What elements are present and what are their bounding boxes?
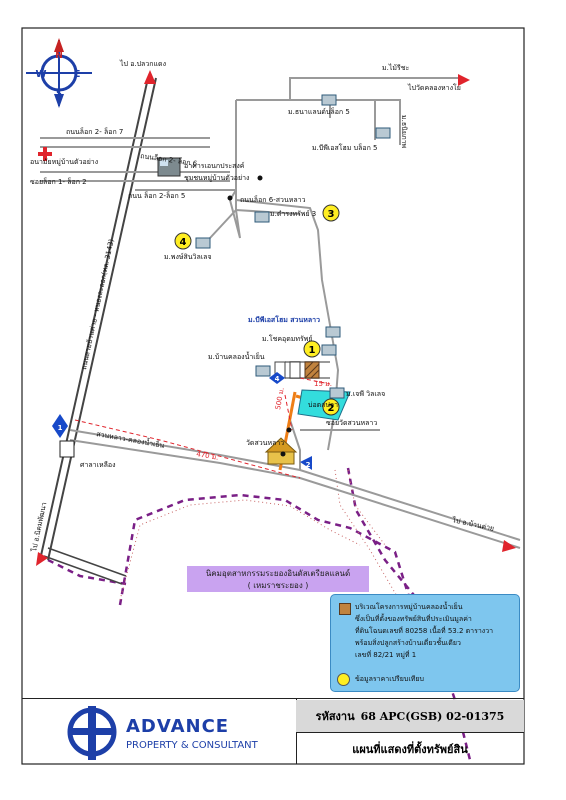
label-to-nikhom: ไป อ.นิคมพัฒนา [29, 501, 48, 553]
label-highway: ถนนสายบ้านค่าย - หนองละลอก(ทล. 3143) [80, 238, 116, 370]
label-village3: ม.ดำรงทรัพย์ 3 [270, 210, 316, 218]
route-marker-1: 1 [58, 424, 63, 432]
temple-icon [264, 437, 298, 465]
marker-2-label: 2 [328, 403, 335, 414]
footer-divider [22, 698, 524, 699]
legend-line-2: ซึ่งเป็นที่ตั้งของทรัพย์สินที่ประเมินมูล… [355, 615, 472, 623]
label-block1-2: ซอยล็อก 1- ล็อก 2 [30, 177, 87, 186]
label-block2-7: ถนนล็อก 2- ล็อก 7 [66, 127, 123, 136]
health-center-icon [38, 147, 52, 161]
label-school: อนามัยหมู่บ้านตัวอย่าง [30, 158, 98, 166]
legend-box: บริเวณโครงการหมู่บ้านคลองน้ำเย็น ซึ่งเป็… [330, 594, 520, 692]
village-icons [195, 94, 391, 399]
label-ban-khlong: ม.บ้านคลองน้ำเย็น [208, 350, 265, 361]
subject-swatch [339, 603, 351, 615]
label-block2-5: ถนน ล็อก 2-ล็อก 5 [128, 191, 185, 200]
marker-4-label: 4 [180, 237, 187, 248]
marker-3 [322, 204, 340, 222]
route-markers [52, 372, 312, 470]
route-marker-4: 4 [275, 375, 280, 383]
compass-w: W [35, 69, 46, 80]
sala-building [59, 440, 75, 458]
label-block6: ถนนล็อก 6-สวนหลาว [240, 195, 306, 204]
label-mai-ruesi: ม.ไม้รีชะ [382, 63, 409, 72]
estate-label-1: นิคมอุตสาหกรรมระยองอินดัสเตรียลแลนด์ [206, 568, 350, 578]
label-to-ban-khai: ไป อ.บ้านค่าย [451, 515, 495, 533]
compass-icon: N W E S [26, 38, 92, 108]
junction-dots [227, 175, 292, 457]
label-soi-wat: ซอยวัดสวนหลาว [326, 419, 377, 427]
job-row: รหัสงาน 68 APC(GSB) 02-01375 [296, 700, 524, 733]
road-network [39, 77, 521, 585]
legend-line-1: บริเวณโครงการหมู่บ้านคลองน้ำเย็น [355, 603, 463, 611]
legend-line-5: เลขที่ 82/21 หมู่ที่ 1 [355, 651, 417, 659]
footer-info: รหัสงาน 68 APC(GSB) 02-01375 แผนที่แสดงท… [296, 700, 524, 764]
job-label: รหัสงาน [315, 710, 355, 723]
estate-label-2: ( เหมราชระยอง ) [248, 581, 309, 590]
marker-3-label: 3 [328, 209, 335, 220]
marker-1-label: 1 [309, 345, 316, 356]
label-pond: บ่อตกปลา [308, 401, 338, 409]
label-to-khlong: ไปวัดคลองหางโย [407, 83, 461, 92]
label-chok: ม.โชคอุดมทรัพย์ [262, 334, 313, 343]
compass-s: S [56, 89, 62, 98]
compass-e: E [74, 69, 81, 80]
label-pho-block: ม.บีพีเอสโฮม บล็อก 5 [312, 143, 378, 152]
footer-brand: ADVANCE PROPERTY & CONSULTANT [22, 700, 292, 764]
dotted-roads [119, 469, 406, 611]
advance-logo-icon [67, 706, 117, 760]
label-priyasamud: ม.ธนิยภาพ [400, 115, 408, 149]
estate-label-box [187, 566, 369, 592]
building-icon [157, 157, 181, 177]
label-pluak-daeng: ไป อ.ปลวกแดง [119, 59, 166, 68]
distance-lines [74, 377, 331, 479]
subject-plot [274, 361, 320, 379]
job-code: 68 APC(GSB) 02-01375 [360, 709, 505, 723]
marker-1 [303, 340, 321, 358]
label-wat: วัดสวนหลาว [246, 439, 284, 447]
label-nom-krap: ม.ธนาแลนด์บล็อก 5 [288, 107, 350, 116]
brand-tagline: PROPERTY & CONSULTANT [126, 740, 258, 751]
direction-arrows [36, 70, 516, 566]
comp-swatch [337, 673, 350, 686]
label-plant: อาคารเอนกประสงค์ [184, 162, 245, 170]
route-marker-2: 2 [306, 461, 311, 469]
compass-n: N [55, 51, 63, 61]
brand-name: ADVANCE [126, 716, 230, 737]
map-frame [21, 27, 525, 765]
label-sala: ศาลาเหลือง [80, 461, 116, 469]
marker-4 [174, 232, 192, 250]
label-dist500: 500 ม. [274, 387, 286, 410]
marker-2 [322, 398, 340, 416]
label-dist470: 470 ม. [196, 450, 219, 462]
map-title: แผนที่แสดงที่ตั้งทรัพย์สิน [352, 742, 468, 756]
legend-comp: ข้อมูลราคาเปรียบเทียบ [355, 675, 424, 683]
comp-markers [174, 204, 340, 416]
legend-line-4: พร้อมสิ่งปลูกสร้างบ้านเดี่ยวชั้นเดียว [355, 639, 461, 647]
label-jp: ม.เจพี วิลเลจ [346, 390, 385, 398]
label-bps-home: ม.บีพีเอสโฮม สวนหลาว [248, 315, 320, 324]
label-village4: ม.พงษ์สินวิลเลจ [164, 253, 212, 261]
legend-line-3: ที่ดินโฉนดเลขที่ 80258 เนื้อที่ 53.2 ตาร… [355, 627, 494, 635]
label-dist15: 15 ม. [314, 380, 332, 388]
label-plant2: ชุมชนหมู่บ้านตัวอย่าง [184, 174, 249, 182]
